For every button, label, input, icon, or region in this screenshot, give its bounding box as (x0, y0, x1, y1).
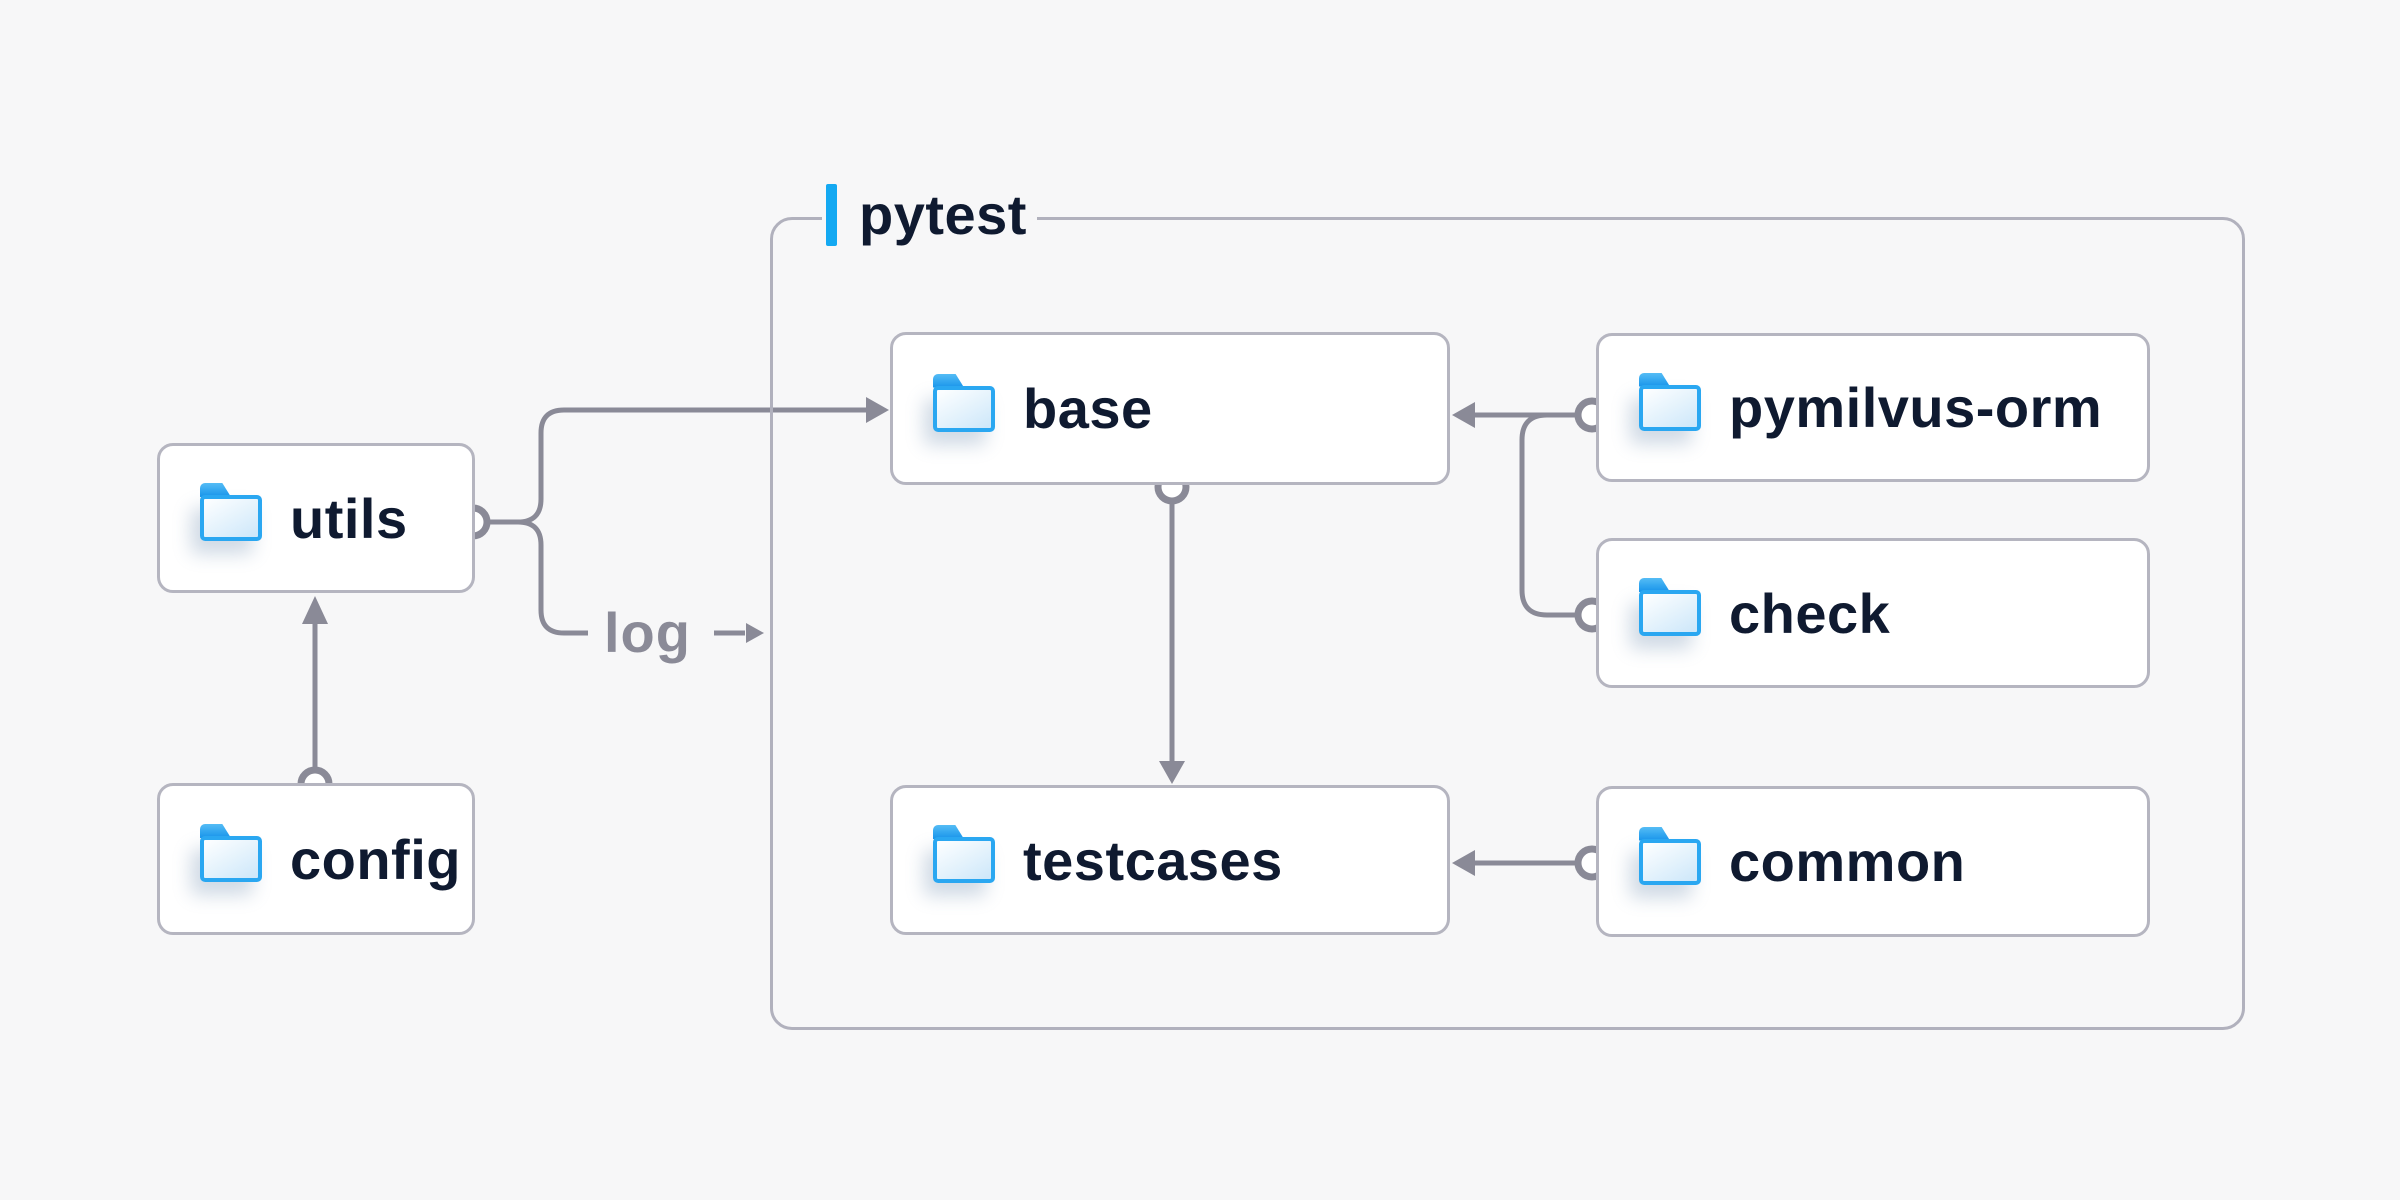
node-pymilvus-orm-label: pymilvus-orm (1729, 376, 2103, 439)
node-base-label: base (1023, 377, 1153, 440)
node-base: base (890, 332, 1450, 485)
node-check: check (1596, 538, 2150, 688)
node-common-label: common (1729, 830, 1966, 893)
folder-icon (200, 824, 262, 882)
group-title: pytest (859, 183, 1027, 246)
group-pytest (770, 217, 2245, 1030)
folder-icon (933, 825, 995, 883)
node-common: common (1596, 786, 2150, 937)
node-check-label: check (1729, 581, 1891, 645)
edge-utils-log (517, 519, 588, 636)
node-testcases: testcases (890, 785, 1450, 935)
folder-icon (1639, 372, 1701, 431)
folder-icon (1639, 826, 1701, 885)
node-utils-label: utils (290, 486, 408, 550)
node-testcases-label: testcases (1023, 828, 1283, 892)
folder-icon (933, 373, 995, 432)
arrowhead-into-utils (302, 596, 328, 624)
folder-icon (200, 483, 262, 541)
node-config-label: config (290, 827, 461, 891)
arrowhead-log (746, 623, 764, 643)
edge-label-log: log (604, 601, 691, 664)
node-config: config (157, 783, 475, 935)
group-pytest-label: pytest (822, 183, 1037, 247)
node-utils: utils (157, 443, 475, 593)
node-pymilvus-orm: pymilvus-orm (1596, 333, 2150, 482)
accent-bar (826, 184, 837, 246)
folder-icon (1639, 578, 1701, 636)
